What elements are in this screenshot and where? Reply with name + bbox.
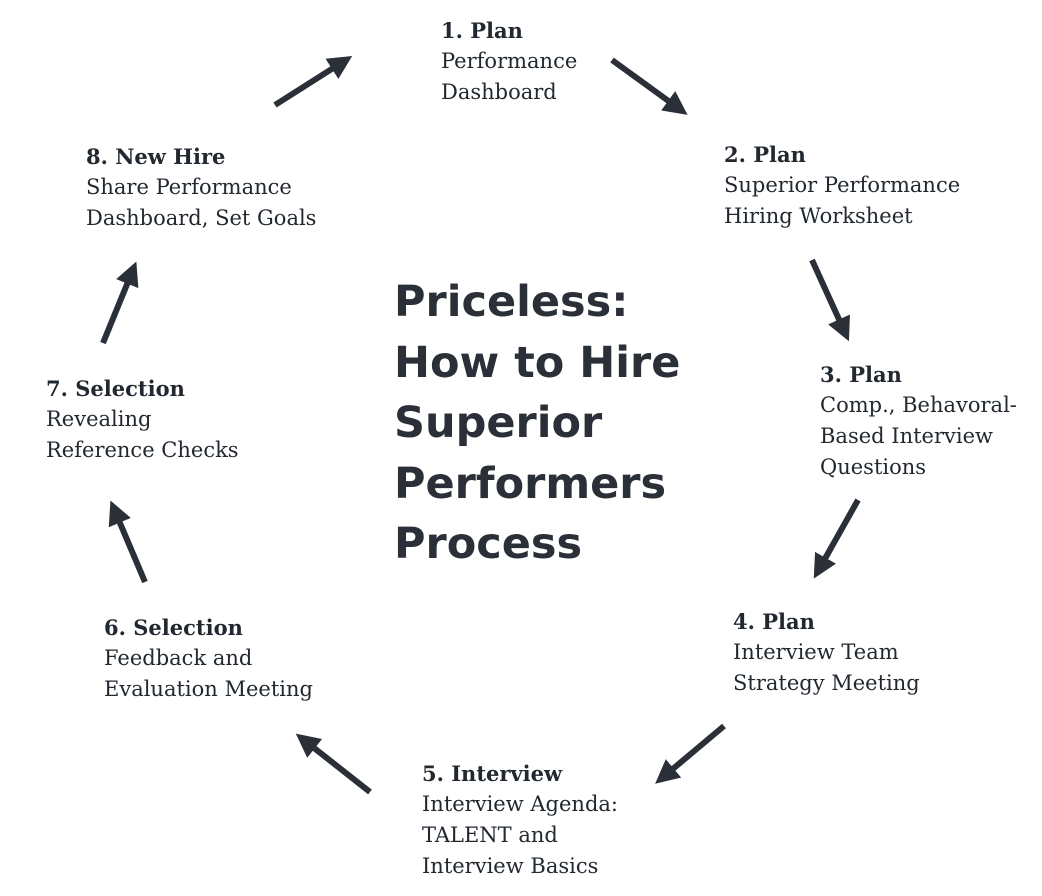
step-7-line-1: Revealing [46, 407, 152, 431]
step-4-title: 4. Plan [733, 609, 815, 634]
step-6-title: 6. Selection [104, 615, 243, 640]
arrow-4-to-5 [655, 723, 726, 784]
arrow-3-to-4 [813, 498, 861, 579]
step-4-line-1: Interview Team [733, 640, 899, 664]
step-8-title: 8. New Hire [86, 144, 226, 169]
step-7-title: 7. Selection [46, 376, 185, 401]
arrow-8-to-1 [273, 55, 353, 108]
center-title-line-3: Superior [394, 398, 603, 448]
step-3: 3. Plan Comp., Behavoral- Based Intervie… [820, 359, 1017, 483]
center-title: Priceless: How to Hire Superior Performe… [394, 272, 680, 575]
center-title-line-2: How to Hire [394, 337, 681, 388]
arrow-6-to-7 [108, 500, 148, 584]
step-1-line-1: Performance [441, 49, 578, 73]
step-6-line-2: Evaluation Meeting [104, 677, 313, 701]
step-3-line-2: Based Interview [820, 424, 993, 448]
step-5-line-3: Interview Basics [422, 854, 599, 878]
step-2: 2. Plan Superior Performance Hiring Work… [724, 139, 960, 232]
step-4-line-2: Strategy Meeting [733, 671, 920, 695]
arrow-7-to-8 [100, 261, 139, 345]
step-4: 4. Plan Interview Team Strategy Meeting [733, 606, 920, 699]
step-1-line-2: Dashboard [441, 80, 557, 104]
step-3-line-1: Comp., Behavoral- [820, 393, 1017, 417]
arrow-1-to-2 [610, 57, 688, 115]
step-3-title: 3. Plan [820, 362, 902, 387]
step-1-title: 1. Plan [441, 18, 523, 43]
step-8: 8. New Hire Share Performance Dashboard,… [86, 141, 316, 234]
step-5-title: 5. Interview [422, 761, 563, 786]
step-7: 7. Selection Revealing Reference Checks [46, 373, 239, 466]
step-2-line-1: Superior Performance [724, 173, 961, 197]
arrow-5-to-6 [295, 733, 372, 795]
step-5: 5. Interview Interview Agenda: TALENT an… [422, 758, 618, 882]
step-7-line-2: Reference Checks [46, 438, 239, 462]
step-8-line-2: Dashboard, Set Goals [86, 206, 317, 230]
step-5-line-1: Interview Agenda: [422, 792, 618, 816]
arrow-2-to-3 [809, 258, 850, 342]
step-2-title: 2. Plan [724, 142, 806, 167]
step-3-line-3: Questions [820, 455, 927, 479]
step-6-line-1: Feedback and [104, 646, 253, 670]
step-8-line-1: Share Performance [86, 175, 292, 199]
center-title-line-5: Process [394, 519, 583, 569]
step-2-line-2: Hiring Worksheet [724, 204, 913, 228]
center-title-line-4: Performers [394, 458, 667, 509]
center-title-line-1: Priceless: [394, 277, 629, 327]
step-1: 1. Plan Performance Dashboard [441, 15, 577, 108]
step-6: 6. Selection Feedback and Evaluation Mee… [104, 612, 313, 705]
step-5-line-2: TALENT and [422, 823, 558, 847]
